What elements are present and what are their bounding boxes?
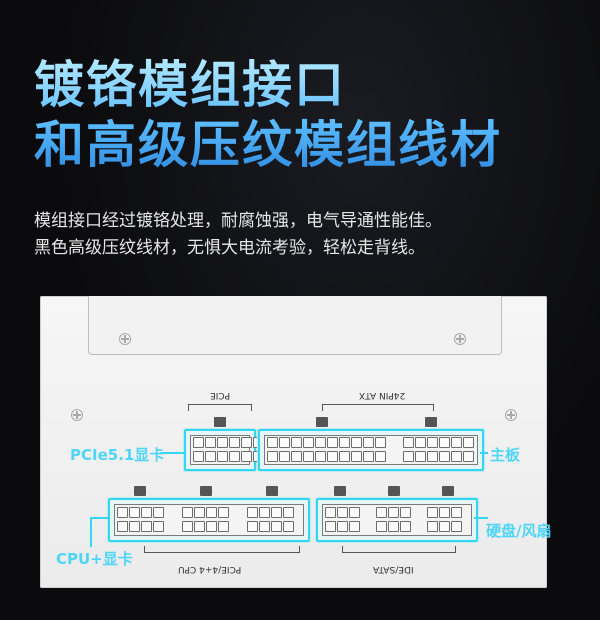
- description-line-2: 黑色高级压纹线材，无惧大电流考验，轻松走背线。: [34, 238, 425, 258]
- port-label-pcie-top: PCIE: [210, 390, 231, 400]
- port-label-ide-sata: IDE/SATA: [373, 564, 414, 574]
- screw-icon: [505, 409, 517, 421]
- screw-icon: [71, 409, 83, 421]
- connector-ide-sata: [316, 486, 478, 542]
- headline-line-2: 和高级压纹模组线材: [34, 116, 502, 174]
- bracket-atx: [322, 404, 434, 411]
- port-label-pcie-cpu: PCIE/4+4 CPU: [178, 564, 242, 574]
- callout-disk-fan: 硬盘/风扇: [486, 522, 552, 540]
- callout-mainboard: 主板: [490, 446, 521, 464]
- description-line-1: 模组接口经过镀铬处理，耐腐蚀强，电气导通性能佳。: [34, 211, 442, 231]
- headline-line-1: 镀铬模组接口: [34, 56, 346, 114]
- leader-cpu-gpu-v: [90, 517, 92, 547]
- callout-pcie51: PCIe5.1显卡: [70, 446, 165, 464]
- headline: 镀铬模组接口 和高级压纹模组线材: [34, 55, 502, 175]
- screw-icon: [454, 333, 466, 345]
- leader-pcie51: [160, 452, 184, 454]
- panel-tab: [88, 296, 502, 355]
- bracket-pcie-top: [188, 404, 252, 411]
- leader-cpu-gpu-h: [90, 517, 108, 519]
- port-label-atx: 24PIN ATX: [359, 390, 406, 400]
- connector-24pin-atx: [258, 417, 484, 471]
- screw-icon: [119, 333, 131, 345]
- leader-mainboard: [480, 452, 488, 454]
- leader-disk-fan: [474, 517, 488, 519]
- description: 模组接口经过镀铬处理，耐腐蚀强，电气导通性能佳。 黑色高级压纹线材，无惧大电流考…: [34, 208, 442, 262]
- callout-cpu-gpu: CPU+显卡: [56, 550, 133, 568]
- bracket-pcie-cpu: [144, 546, 300, 553]
- connector-cpu-pcie: [108, 486, 310, 542]
- connector-pcie51: [184, 417, 264, 471]
- bracket-ide-sata: [342, 546, 456, 553]
- psu-modular-panel: PCIE 24PIN ATX: [40, 296, 547, 588]
